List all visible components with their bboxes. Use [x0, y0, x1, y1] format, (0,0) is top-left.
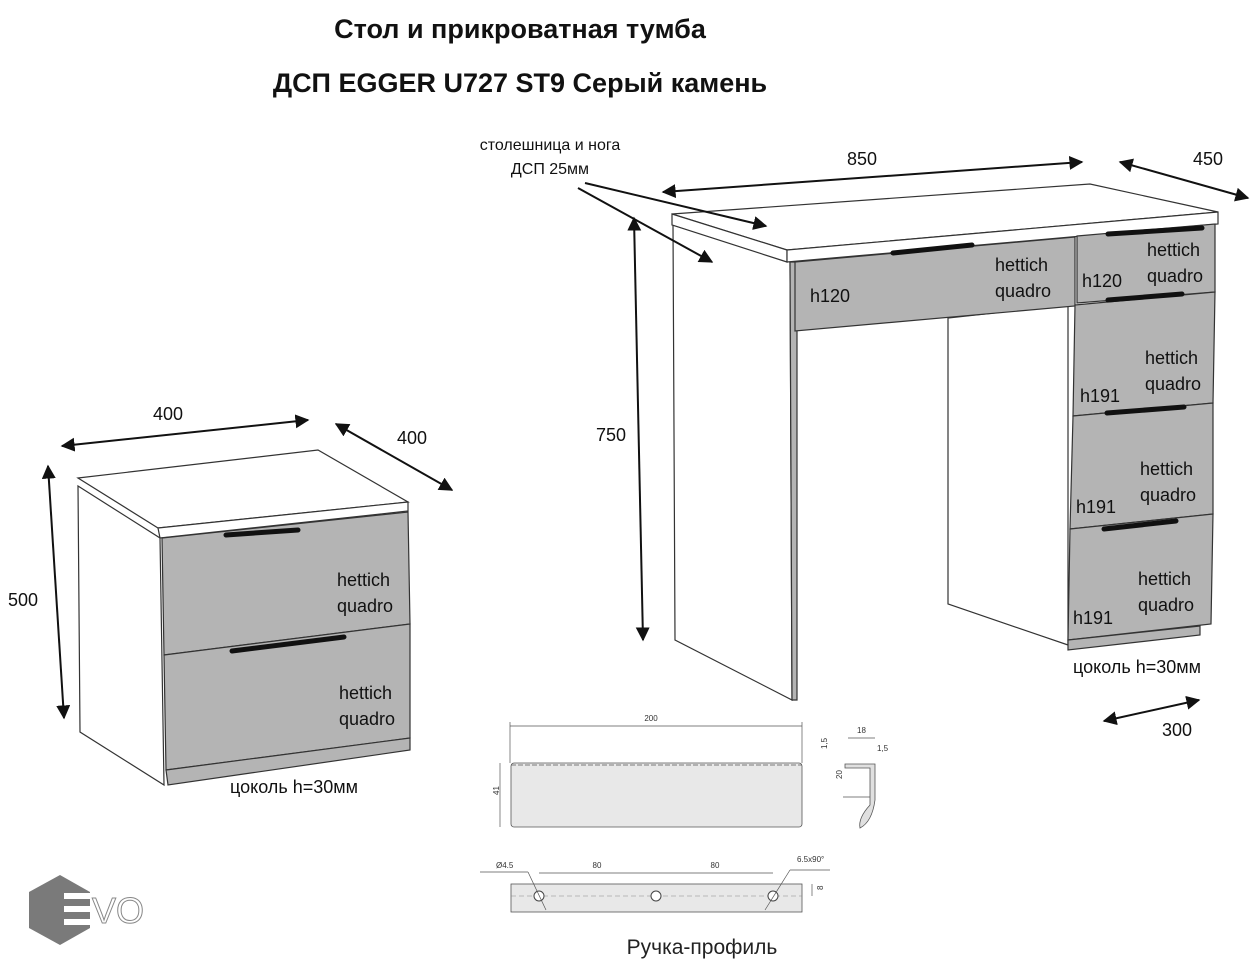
- nightstand-plinth: [165, 737, 411, 786]
- desk-top-front: [786, 211, 1219, 263]
- drawer-height: h120: [1082, 271, 1122, 291]
- drawer-model: quadro: [1138, 595, 1194, 615]
- handle-front-view: [510, 762, 803, 828]
- handle-icon: [890, 242, 975, 256]
- handle-icon: [1104, 404, 1187, 416]
- depth-dimension: [1118, 158, 1250, 202]
- handle-profile-drawing: 200 41 18 1,5 1,5 20 Ø4.5 80 80 6.5x90° …: [480, 714, 889, 959]
- handle-length: 200: [644, 714, 658, 723]
- desk-plinth: [1067, 625, 1201, 651]
- handle-height: 41: [492, 786, 501, 795]
- handle-icon: [1105, 291, 1185, 303]
- desk-left-leg: [672, 224, 793, 701]
- drawer-model: quadro: [1140, 485, 1196, 505]
- drawer-height: h191: [1076, 497, 1116, 517]
- drawer-brand: hettich: [1140, 459, 1193, 479]
- drawer-height: h191: [1073, 608, 1113, 628]
- material-note-2: ДСП 25мм: [511, 161, 589, 178]
- handle-icon: [1101, 518, 1179, 532]
- countersink: 6.5x90°: [797, 855, 824, 864]
- drawer-brand: hettich: [1138, 569, 1191, 589]
- drawer-brand: hettich: [995, 255, 1048, 275]
- hole-icon: [650, 890, 662, 902]
- height-value: 750: [596, 425, 626, 445]
- height-dimension: [627, 216, 650, 642]
- title-line-1: Стол и прикроватная тумба: [334, 14, 706, 44]
- hole-spacing-a: 80: [593, 861, 602, 870]
- plinth-label: цоколь h=30мм: [1073, 657, 1201, 677]
- height-dimension: [41, 464, 71, 720]
- width-dimension: [661, 155, 1084, 199]
- height-value: 500: [8, 590, 38, 610]
- nightstand: hettich quadro hettich quadro цоколь h=3…: [8, 404, 454, 797]
- cabinet-depth-value: 300: [1162, 720, 1192, 740]
- hole-icon: [767, 890, 779, 902]
- drawer-height: h120: [810, 286, 850, 306]
- lip-size: 20: [835, 770, 844, 779]
- hole-spacing-b: 80: [711, 861, 720, 870]
- nightstand-side-panel: [77, 484, 165, 787]
- note-arrow: [584, 182, 768, 230]
- handle-side-profile: [844, 763, 876, 829]
- drawer-model: quadro: [995, 281, 1051, 301]
- profile-depth: 18: [857, 726, 866, 735]
- drawer-model: quadro: [339, 709, 395, 729]
- desk-drawer-4: [1067, 513, 1214, 641]
- width-dimension: [60, 414, 310, 452]
- depth-value: 450: [1193, 149, 1223, 169]
- handle-caption: Ручка-профиль: [627, 936, 778, 959]
- cabinet-depth-dimension: [1102, 695, 1201, 726]
- hole-offset: 8: [816, 885, 825, 890]
- thickness-a: 1,5: [820, 737, 829, 749]
- handle-icon: [1105, 225, 1205, 237]
- thickness-b: 1,5: [877, 744, 889, 753]
- hole-diameter: Ø4.5: [496, 861, 514, 870]
- handle-icon: [229, 634, 347, 654]
- logo-text: VO: [92, 890, 144, 931]
- depth-dimension: [334, 423, 454, 491]
- drawer-model: quadro: [337, 596, 393, 616]
- plinth-label: цоколь h=30мм: [230, 777, 358, 797]
- drawer-model: quadro: [1147, 266, 1203, 286]
- width-value: 400: [153, 404, 183, 424]
- drawer-brand: hettich: [1147, 240, 1200, 260]
- desk-drawer-small: [1076, 223, 1216, 304]
- drawer-height: h191: [1080, 386, 1120, 406]
- nightstand-top-edge: [157, 501, 409, 539]
- material-note-1: столешница и нога: [480, 137, 621, 154]
- width-value: 850: [847, 149, 877, 169]
- drawer-brand: hettich: [1145, 348, 1198, 368]
- handle-icon: [223, 527, 301, 538]
- drawer-brand: hettich: [337, 570, 390, 590]
- drawer-brand: hettich: [339, 683, 392, 703]
- drawer-model: quadro: [1145, 374, 1201, 394]
- desk: hettich quadro h120 hettich quadro h120 …: [480, 137, 1250, 740]
- depth-value: 400: [397, 428, 427, 448]
- desk-inner-panel: [947, 304, 1069, 646]
- evo-logo: VO: [29, 875, 145, 945]
- title-line-2: ДСП EGGER U727 ST9 Серый камень: [272, 68, 768, 98]
